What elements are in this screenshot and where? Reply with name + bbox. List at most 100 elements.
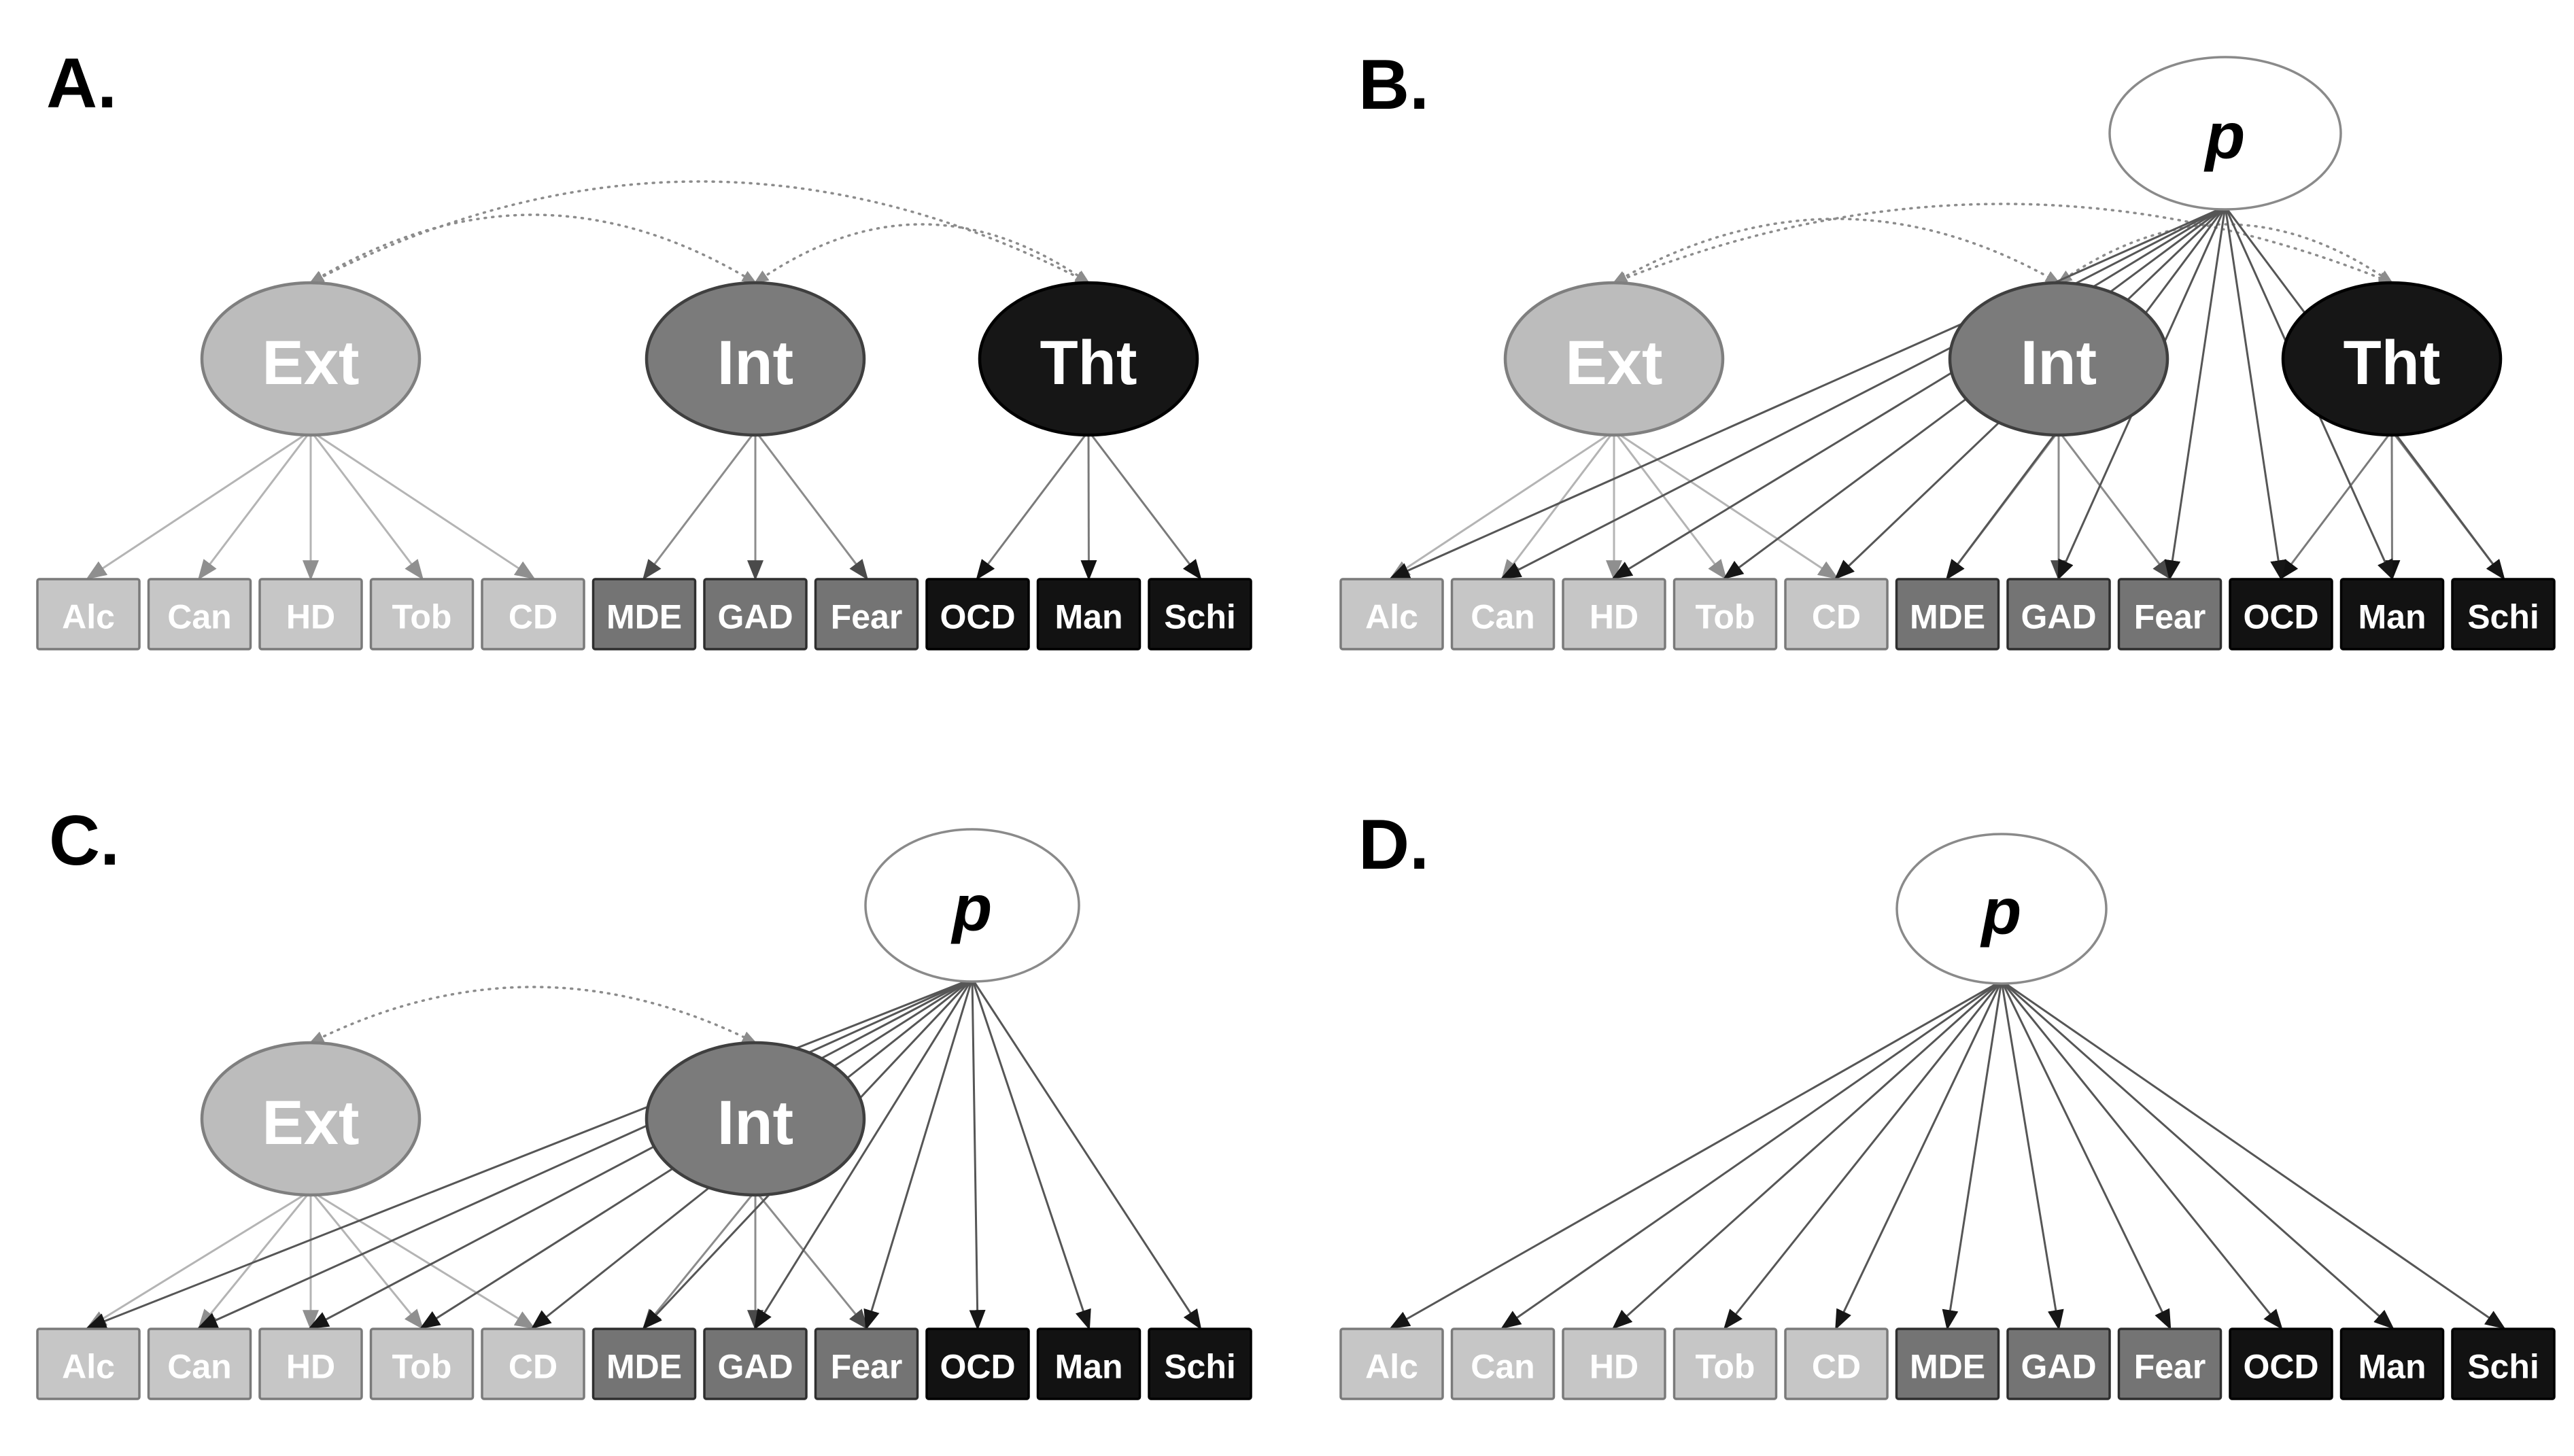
indicator-box-Alc-C: [36, 1328, 141, 1400]
indicator-box-OCD-A: [925, 578, 1030, 651]
indicator-label-OCD-A: OCD: [940, 598, 1015, 636]
indicator-box-HD-C: [258, 1328, 363, 1400]
correlation-arc-Int-Tht: [2057, 223, 2394, 284]
indicator-label-Schi-A: Schi: [1164, 598, 1236, 636]
indicator-box-MDE-A: [591, 578, 697, 651]
factor-label-Ext-C: Ext: [262, 1088, 359, 1158]
correlation-arc-Ext-Int: [309, 213, 757, 284]
indicator-label-Tob-A: Tob: [392, 598, 452, 636]
indicator-box-GAD-B: [2006, 578, 2111, 651]
indicator-box-Schi-B: [2451, 578, 2556, 651]
factor-label-Ext-B: Ext: [1565, 328, 1662, 398]
loading-arrow-p-HD: [1611, 980, 2003, 1330]
indicator-label-CD-B: CD: [1812, 598, 1861, 636]
loading-arrow-Tht-OCD: [2279, 430, 2393, 580]
correlation-arc-Ext-Tht: [1612, 203, 2394, 284]
indicator-box-HD-D: [1562, 1328, 1666, 1400]
indicator-label-CD-D: CD: [1812, 1348, 1861, 1386]
indicator-box-Tob-A: [369, 578, 475, 651]
indicator-box-Man-A: [1036, 578, 1142, 651]
indicator-label-OCD-B: OCD: [2243, 598, 2318, 636]
indicator-box-Tob-D: [1672, 1328, 1778, 1400]
loading-arrow-Ext-Alc: [86, 1190, 311, 1330]
indicator-box-GAD-C: [703, 1328, 808, 1400]
loading-arrow-Int-Fear: [754, 1190, 869, 1330]
loading-arrow-Ext-Can: [197, 1190, 312, 1330]
indicator-label-OCD-C: OCD: [940, 1348, 1015, 1386]
indicator-box-Man-C: [1036, 1328, 1142, 1400]
indicator-label-Tob-B: Tob: [1696, 598, 1755, 636]
indicator-box-Tob-B: [1672, 578, 1778, 651]
indicator-box-Alc-B: [1339, 578, 1444, 651]
indicator-box-CD-C: [481, 1328, 585, 1400]
loading-arrow-p-Fear: [863, 978, 974, 1331]
factor-ellipse-Ext-C: [200, 1041, 422, 1197]
indicator-label-HD-B: HD: [1590, 598, 1638, 636]
indicator-box-OCD-D: [2229, 1328, 2333, 1400]
loading-arrow-p-Alc: [1389, 205, 2226, 579]
indicator-box-Can-B: [1450, 578, 1556, 651]
loading-arrow-Int-MDE: [642, 1190, 757, 1330]
indicator-label-Schi-D: Schi: [2467, 1348, 2539, 1386]
indicator-box-Alc-A: [36, 578, 141, 651]
loading-arrow-p-MDE: [1942, 980, 2003, 1331]
indicator-label-Man-C: Man: [1055, 1348, 1123, 1386]
indicator-label-Schi-B: Schi: [2467, 598, 2539, 636]
factor-ellipse-Ext-A: [200, 281, 422, 437]
indicator-label-MDE-D: MDE: [1910, 1348, 1985, 1386]
p-label-C: p: [950, 872, 993, 945]
loading-arrow-p-HD: [308, 977, 973, 1329]
loading-arrow-p-OCD: [2224, 206, 2287, 581]
indicator-box-HD-B: [1562, 578, 1666, 651]
indicator-label-Fear-B: Fear: [2134, 598, 2206, 636]
indicator-box-Fear-A: [814, 578, 919, 651]
loading-arrow-Int-Fear: [2057, 430, 2172, 580]
loading-arrow-p-Fear: [2164, 206, 2227, 581]
loading-arrow-Tht-Man: [1080, 430, 1097, 581]
loading-arrow-p-Can: [196, 977, 973, 1329]
indicator-box-Tob-C: [369, 1328, 475, 1400]
indicator-box-Fear-C: [814, 1328, 919, 1400]
factor-ellipse-Tht-B: [2281, 281, 2503, 437]
indicator-label-Man-B: Man: [2358, 598, 2426, 636]
loading-arrow-p-GAD: [753, 978, 974, 1330]
indicator-box-MDE-D: [1895, 1328, 2000, 1400]
factor-label-Int-B: Int: [2021, 328, 2097, 398]
loading-arrow-Ext-Tob: [309, 430, 424, 580]
loading-arrow-Ext-Tob: [309, 1190, 424, 1330]
correlation-arc-Ext-Tht: [309, 180, 1091, 284]
indicator-box-Man-B: [2339, 578, 2445, 651]
indicator-label-GAD-D: GAD: [2021, 1348, 2096, 1386]
indicator-box-Fear-D: [2117, 1328, 2223, 1400]
indicator-label-Tob-D: Tob: [1696, 1348, 1755, 1386]
panel-label-A: A.: [46, 44, 117, 123]
indicator-label-Fear-C: Fear: [831, 1348, 903, 1386]
factor-ellipse-Int-B: [1948, 281, 2169, 437]
factor-label-Tht-A: Tht: [1040, 328, 1137, 398]
indicator-box-OCD-C: [925, 1328, 1030, 1400]
indicator-box-CD-D: [1784, 1328, 1889, 1400]
indicator-label-Man-A: Man: [1055, 598, 1123, 636]
indicator-label-GAD-A: GAD: [717, 598, 793, 636]
factor-label-Ext-A: Ext: [262, 328, 359, 398]
indicator-label-Alc-D: Alc: [1365, 1348, 1418, 1386]
factor-ellipse-Ext-B: [1503, 281, 1725, 437]
p-label-B: p: [2203, 100, 2246, 173]
indicator-label-MDE-C: MDE: [606, 1348, 682, 1386]
indicator-box-CD-B: [1784, 578, 1889, 651]
indicator-box-OCD-B: [2229, 578, 2333, 651]
indicator-label-Tob-C: Tob: [392, 1348, 452, 1386]
loading-arrow-Int-Fear: [754, 430, 869, 580]
indicator-label-Can-C: Can: [167, 1348, 231, 1386]
indicator-label-MDE-B: MDE: [1910, 598, 1985, 636]
factor-ellipse-Int-C: [645, 1041, 866, 1197]
loading-arrow-Ext-Alc: [1389, 430, 1615, 580]
correlation-arc-Ext-Int: [1612, 218, 2061, 284]
indicator-label-Alc-C: Alc: [62, 1348, 115, 1386]
indicator-label-Fear-A: Fear: [831, 598, 903, 636]
indicator-box-Man-D: [2339, 1328, 2445, 1400]
panel-label-D: D.: [1358, 805, 1429, 884]
